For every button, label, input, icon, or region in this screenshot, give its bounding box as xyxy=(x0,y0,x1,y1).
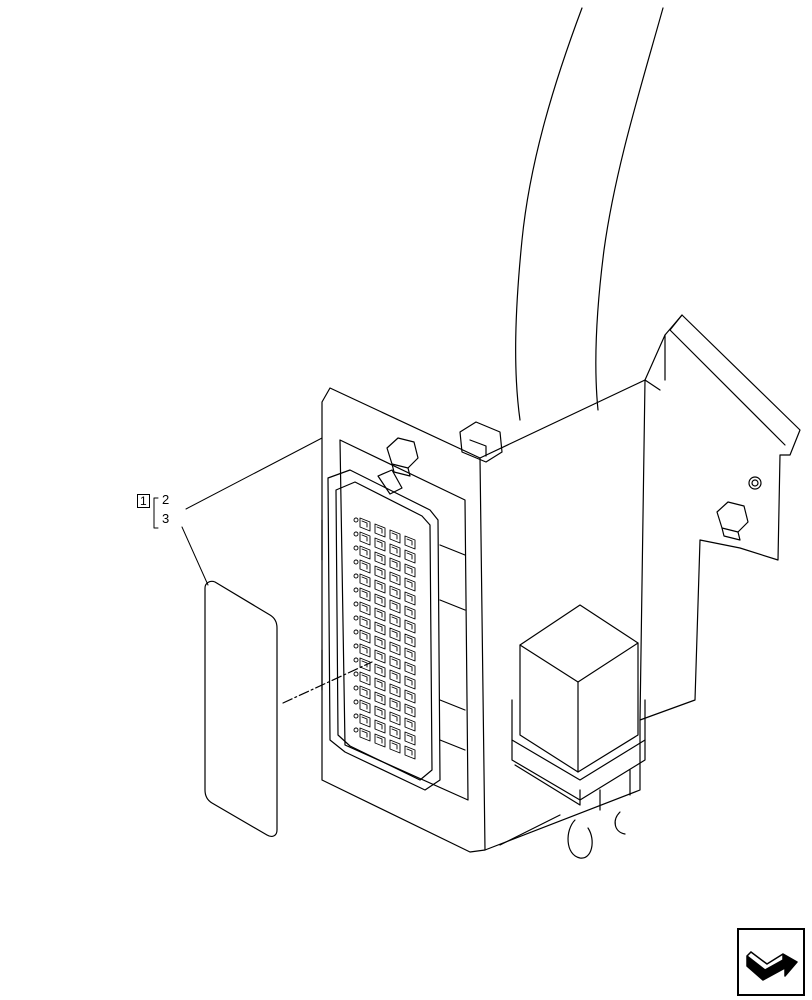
pin-latch xyxy=(353,699,359,705)
pin-latch xyxy=(353,559,359,565)
mounting-bracket xyxy=(639,314,801,721)
pin-cavity xyxy=(374,579,386,594)
pin-cavity xyxy=(374,705,386,720)
pin-cavity xyxy=(359,559,371,574)
pin-cavity xyxy=(389,599,401,614)
pin-cavity xyxy=(359,685,371,700)
pin-latch xyxy=(353,545,359,551)
pin-cavity xyxy=(374,621,386,636)
pin-cavity xyxy=(404,633,416,648)
label-sticker xyxy=(204,580,278,837)
pin-latch xyxy=(353,727,359,733)
pin-latch xyxy=(353,629,359,635)
pin-cavity xyxy=(359,573,371,588)
retaining-clip xyxy=(459,421,503,463)
pin-cavity xyxy=(359,699,371,714)
pin-latch xyxy=(353,657,359,663)
pin-latch xyxy=(353,531,359,537)
pin-latch xyxy=(353,643,359,649)
pin-cavity xyxy=(374,551,386,566)
pin-cavity xyxy=(404,619,416,634)
pin-cavity xyxy=(404,731,416,746)
pin-cavity xyxy=(404,689,416,704)
pin-cavity xyxy=(389,683,401,698)
pin-cavity xyxy=(374,593,386,608)
pin-cavity xyxy=(389,711,401,726)
pin-cavity xyxy=(374,565,386,580)
pin-cavity xyxy=(374,691,386,706)
pin-cavity xyxy=(359,587,371,602)
pin-cavity xyxy=(389,543,401,558)
pin-cavity xyxy=(359,657,371,672)
pin-cavity xyxy=(374,523,386,538)
pin-latch xyxy=(353,573,359,579)
pin-cavity xyxy=(404,703,416,718)
pin-cavity xyxy=(374,607,386,622)
pin-latch xyxy=(353,713,359,719)
pin-cavity xyxy=(389,641,401,656)
pin-cavity xyxy=(389,627,401,642)
relay-module xyxy=(511,604,646,859)
pin-cavity xyxy=(389,655,401,670)
pin-latch xyxy=(353,671,359,677)
pin-cavity xyxy=(359,713,371,728)
callout-group-number: 1 xyxy=(137,494,150,508)
pin-cavity xyxy=(389,669,401,684)
pin-cavity xyxy=(359,517,371,532)
pin-cavity xyxy=(389,613,401,628)
pin-latch xyxy=(353,587,359,593)
pin-cavity xyxy=(404,745,416,760)
callout-leaders xyxy=(153,437,323,586)
hex-nut-top xyxy=(386,437,419,477)
pin-cavity xyxy=(374,663,386,678)
pin-cavity xyxy=(404,675,416,690)
pin-cavity xyxy=(404,647,416,662)
pin-cavity xyxy=(389,529,401,544)
pin-cavity xyxy=(404,717,416,732)
pin-cavity xyxy=(404,549,416,564)
pin-cavity xyxy=(359,671,371,686)
pin-cavity xyxy=(359,615,371,630)
pin-cavity xyxy=(389,725,401,740)
pin-cavity xyxy=(374,719,386,734)
pin-latch xyxy=(353,601,359,607)
pin-cavity xyxy=(389,697,401,712)
pin-cavity xyxy=(359,545,371,560)
pin-latch xyxy=(353,615,359,621)
pin-cavity xyxy=(374,649,386,664)
pin-cavity xyxy=(359,727,371,742)
pin-cavity xyxy=(374,677,386,692)
pin-cavity xyxy=(359,643,371,658)
pin-cavity xyxy=(404,535,416,550)
bracket-front-plate xyxy=(321,379,646,853)
pin-latch xyxy=(353,685,359,691)
pin-cavity xyxy=(374,537,386,552)
pin-latch xyxy=(353,517,359,523)
pin-cavity xyxy=(359,629,371,644)
pin-cavity xyxy=(404,591,416,606)
callout-item-3: 3 xyxy=(162,511,170,526)
connector-pin-grid xyxy=(353,517,416,760)
pin-cavity xyxy=(404,577,416,592)
connector-body xyxy=(321,469,466,791)
pin-cavity xyxy=(404,563,416,578)
hex-nut-right xyxy=(716,501,749,541)
pin-cavity xyxy=(404,661,416,676)
pin-cavity xyxy=(389,739,401,754)
alignment-line xyxy=(282,661,373,704)
pin-cavity xyxy=(389,557,401,572)
pin-cavity xyxy=(374,733,386,748)
pin-cavity xyxy=(359,601,371,616)
pin-cavity xyxy=(404,605,416,620)
wiring-harness xyxy=(515,7,664,421)
next-page-arrow-icon[interactable] xyxy=(737,928,805,996)
pin-cavity xyxy=(359,531,371,546)
pin-cavity xyxy=(374,635,386,650)
pin-cavity xyxy=(389,585,401,600)
callout-item-2: 2 xyxy=(162,492,170,507)
pin-cavity xyxy=(389,571,401,586)
